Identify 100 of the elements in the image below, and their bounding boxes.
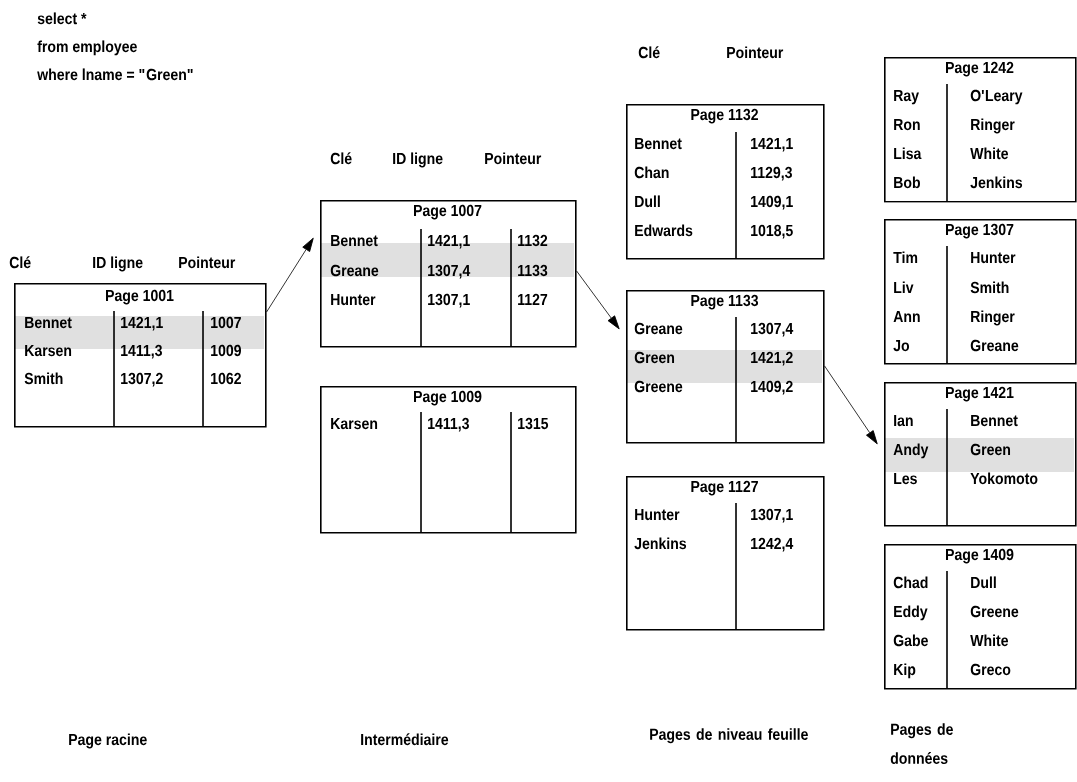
table-cell: Ray bbox=[894, 90, 919, 105]
table-cell: 1129,3 bbox=[751, 166, 792, 181]
page-title: Page 1421 bbox=[946, 386, 1014, 402]
level-caption: Pages de niveau feuille bbox=[650, 728, 808, 744]
table-cell: Bennet bbox=[635, 138, 682, 150]
page-title: Page 1133 bbox=[691, 294, 759, 310]
table-cell: 1018,5 bbox=[751, 224, 793, 239]
table-cell: Greane bbox=[970, 339, 1019, 352]
table-cell: Chan bbox=[634, 166, 669, 179]
table-cell: 1421,2 bbox=[751, 351, 793, 366]
page-title: Page 1409 bbox=[946, 548, 1014, 564]
page-title: Page 1009 bbox=[414, 390, 482, 406]
arrow bbox=[824, 365, 878, 445]
table-cell: Hunter bbox=[971, 252, 1016, 264]
query-line: from employee bbox=[37, 40, 137, 56]
table-cell: Ringer bbox=[971, 118, 1015, 134]
page-table bbox=[884, 219, 1077, 365]
table-cell: Ron bbox=[894, 119, 920, 131]
table-cell: 1132 bbox=[518, 234, 548, 247]
table-cell: 1315 bbox=[518, 417, 549, 430]
table-cell: 1307,4 bbox=[428, 264, 471, 279]
table-cell: 1133 bbox=[518, 264, 548, 277]
table-cell: 1127 bbox=[518, 293, 548, 305]
page-title: Page 1242 bbox=[946, 61, 1014, 77]
level-caption: Intermédiaire bbox=[361, 733, 449, 746]
column-header: Clé bbox=[9, 256, 31, 269]
page-table bbox=[884, 544, 1077, 690]
table-cell: Greene bbox=[634, 380, 683, 393]
level-caption: Page racine bbox=[69, 733, 147, 749]
page-table bbox=[884, 382, 1077, 527]
table-cell: Karsen bbox=[25, 345, 72, 357]
page-title: Page 1132 bbox=[691, 108, 758, 124]
table-cell: Gabe bbox=[893, 634, 928, 647]
column-header: Pointeur bbox=[179, 256, 236, 269]
table-cell: 1409,1 bbox=[751, 195, 793, 210]
table-cell: Smith bbox=[970, 281, 1009, 294]
page-title: Page 1001 bbox=[106, 289, 174, 305]
table-cell: Green bbox=[970, 443, 1010, 456]
page-table bbox=[626, 104, 825, 260]
page-table bbox=[884, 57, 1077, 203]
page-table bbox=[626, 476, 825, 631]
table-cell: Kip bbox=[894, 663, 916, 679]
page-table bbox=[14, 283, 267, 428]
table-cell: Smith bbox=[24, 372, 63, 385]
arrow bbox=[266, 237, 314, 313]
table-cell: White bbox=[970, 147, 1009, 160]
table-cell: 1007 bbox=[211, 316, 241, 329]
table-cell: Greane bbox=[330, 264, 379, 277]
table-cell: 1062 bbox=[211, 372, 241, 385]
table-cell: O'Leary bbox=[970, 89, 1023, 105]
page-table bbox=[320, 200, 577, 348]
table-cell: 1421,1 bbox=[428, 234, 470, 249]
arrow bbox=[576, 270, 620, 330]
page-title: Page 1007 bbox=[414, 204, 482, 220]
table-cell: 1009 bbox=[211, 344, 241, 357]
table-cell: Ringer bbox=[971, 310, 1015, 326]
column-header: ID ligne bbox=[393, 152, 443, 168]
table-cell: Jo bbox=[893, 340, 910, 352]
page-table bbox=[626, 290, 825, 444]
table-cell: Bennet bbox=[331, 235, 378, 247]
table-cell: 1307,1 bbox=[751, 508, 793, 523]
column-header: Pointeur bbox=[485, 152, 542, 165]
table-cell: Tim bbox=[893, 251, 918, 263]
column-header: Clé bbox=[638, 46, 660, 59]
table-cell: 1307,1 bbox=[428, 293, 470, 308]
table-cell: Greco bbox=[970, 663, 1011, 676]
table-cell: Chad bbox=[893, 576, 928, 589]
table-cell: 1411,3 bbox=[428, 417, 469, 432]
column-header: Pointeur bbox=[727, 46, 784, 59]
table-cell: 1242,4 bbox=[751, 537, 794, 552]
page-title: Page 1307 bbox=[946, 223, 1014, 239]
table-cell: 1421,1 bbox=[751, 137, 793, 152]
table-cell: Greane bbox=[634, 322, 683, 335]
page-title: Page 1127 bbox=[691, 480, 758, 496]
table-cell: Dull bbox=[971, 576, 996, 589]
table-cell: 1411,3 bbox=[121, 344, 162, 359]
table-cell: Andy bbox=[893, 443, 929, 459]
table-cell: Ian bbox=[894, 415, 913, 427]
table-cell: Green bbox=[634, 351, 674, 364]
table-cell: Hunter bbox=[635, 509, 680, 521]
table-cell: 1307,4 bbox=[751, 322, 794, 337]
table-cell: Jenkins bbox=[634, 537, 687, 550]
table-cell: Yokomoto bbox=[970, 472, 1038, 485]
table-cell: Bennet bbox=[971, 415, 1018, 427]
column-header: Clé bbox=[330, 152, 352, 165]
table-cell: 1307,2 bbox=[121, 372, 163, 387]
table-cell: Les bbox=[894, 473, 917, 485]
table-cell: Bob bbox=[894, 176, 920, 189]
table-cell: 1409,2 bbox=[751, 380, 793, 395]
table-cell: Bennet bbox=[25, 317, 72, 329]
table-cell: Eddy bbox=[894, 605, 928, 621]
table-cell: Greene bbox=[970, 605, 1019, 618]
query-line: select * bbox=[37, 12, 87, 25]
level-caption: Pages de données bbox=[890, 723, 953, 764]
table-cell: White bbox=[970, 634, 1009, 647]
page-table bbox=[320, 386, 577, 534]
table-cell: Edwards bbox=[635, 224, 693, 237]
table-cell: Dull bbox=[635, 195, 660, 208]
table-cell: Liv bbox=[894, 281, 914, 293]
table-cell: Lisa bbox=[894, 147, 922, 160]
